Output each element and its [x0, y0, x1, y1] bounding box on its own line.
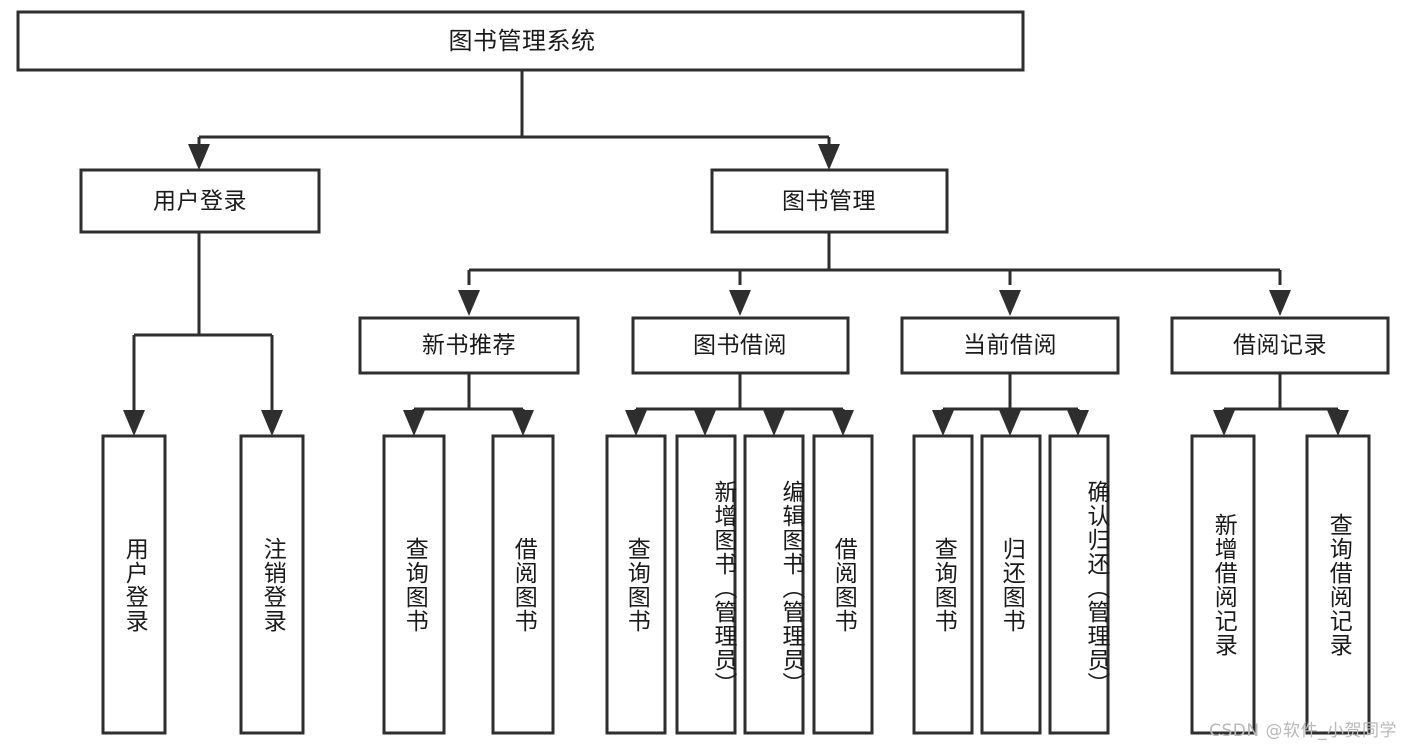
arrow-bb-leaf-4 [832, 410, 854, 436]
arrow-root-to-book-manage [818, 144, 840, 170]
node-borrow-record[interactable]: 借阅记录 [1170, 316, 1390, 375]
node-user-login-label: 用户登录 [153, 189, 247, 215]
node-borrow-record-label: 借阅记录 [1233, 333, 1327, 359]
node-book-borrow-label: 图书借阅 [693, 333, 787, 359]
arrow-nbr-leaf-1 [403, 410, 425, 436]
leaf-box-bb-edit-book[interactable] [743, 434, 805, 735]
node-root[interactable]: 图书管理系统 [16, 10, 1025, 72]
arrow-cb-leaf-2 [999, 410, 1021, 436]
node-root-box[interactable] [16, 10, 1025, 72]
arrow-cb-leaf-3 [1067, 410, 1089, 436]
node-root-label: 图书管理系统 [449, 27, 596, 55]
leaf-box-cb-return-book[interactable] [980, 434, 1042, 735]
leaf-boxes-layer [101, 434, 1371, 735]
node-new-book-recommend-box[interactable] [358, 316, 580, 375]
leaf-box-bb-query-book[interactable] [605, 434, 667, 735]
leaf-box-cb-query-book[interactable] [912, 434, 974, 735]
node-user-login-box[interactable] [79, 168, 321, 234]
leaf-box-cb-confirm-return[interactable] [1048, 434, 1110, 735]
leaf-box-nbr-query-book[interactable] [382, 434, 446, 735]
leaf-box-br-add-record[interactable] [1190, 434, 1256, 735]
arrow-to-leaf-user-login [123, 410, 145, 436]
leaf-box-user-login[interactable] [101, 434, 167, 735]
arrow-nbr-leaf-2 [512, 410, 534, 436]
leaf-box-br-query-record[interactable] [1305, 434, 1371, 735]
arrow-br-leaf-1 [1213, 410, 1235, 436]
leaf-box-nbr-borrow-book[interactable] [491, 434, 555, 735]
node-current-borrow[interactable]: 当前借阅 [900, 316, 1120, 375]
arrow-to-leaf-logout [261, 410, 283, 436]
arrow-bb-leaf-3 [763, 410, 785, 436]
node-user-login[interactable]: 用户登录 [79, 168, 321, 234]
arrow-to-borrow-record [1269, 290, 1291, 316]
connectors-layer [123, 70, 1349, 436]
csdn-watermark: CSDN @软件_小贺同学 [1209, 721, 1397, 741]
node-current-borrow-box[interactable] [900, 316, 1120, 375]
arrow-to-current-borrow [999, 290, 1021, 316]
arrow-root-to-user-login [188, 144, 210, 170]
node-new-book-recommend[interactable]: 新书推荐 [358, 316, 580, 375]
leaf-box-logout[interactable] [239, 434, 305, 735]
node-borrow-record-box[interactable] [1170, 316, 1390, 375]
node-book-borrow[interactable]: 图书借阅 [631, 316, 850, 375]
leaf-box-bb-add-book[interactable] [675, 434, 737, 735]
arrow-to-book-borrow [729, 290, 751, 316]
node-book-borrow-box[interactable] [631, 316, 850, 375]
node-book-manage[interactable]: 图书管理 [710, 168, 949, 234]
node-book-manage-box[interactable] [710, 168, 949, 234]
arrow-cb-leaf-1 [932, 410, 954, 436]
arrow-bb-leaf-2 [694, 410, 716, 436]
arrow-bb-leaf-1 [625, 410, 647, 436]
arrow-br-leaf-2 [1327, 410, 1349, 436]
node-new-book-recommend-label: 新书推荐 [422, 333, 516, 359]
node-current-borrow-label: 当前借阅 [963, 333, 1057, 359]
leaf-box-bb-borrow-book[interactable] [812, 434, 874, 735]
arrow-to-new-book-recommend [458, 290, 480, 316]
node-book-manage-label: 图书管理 [782, 189, 876, 215]
